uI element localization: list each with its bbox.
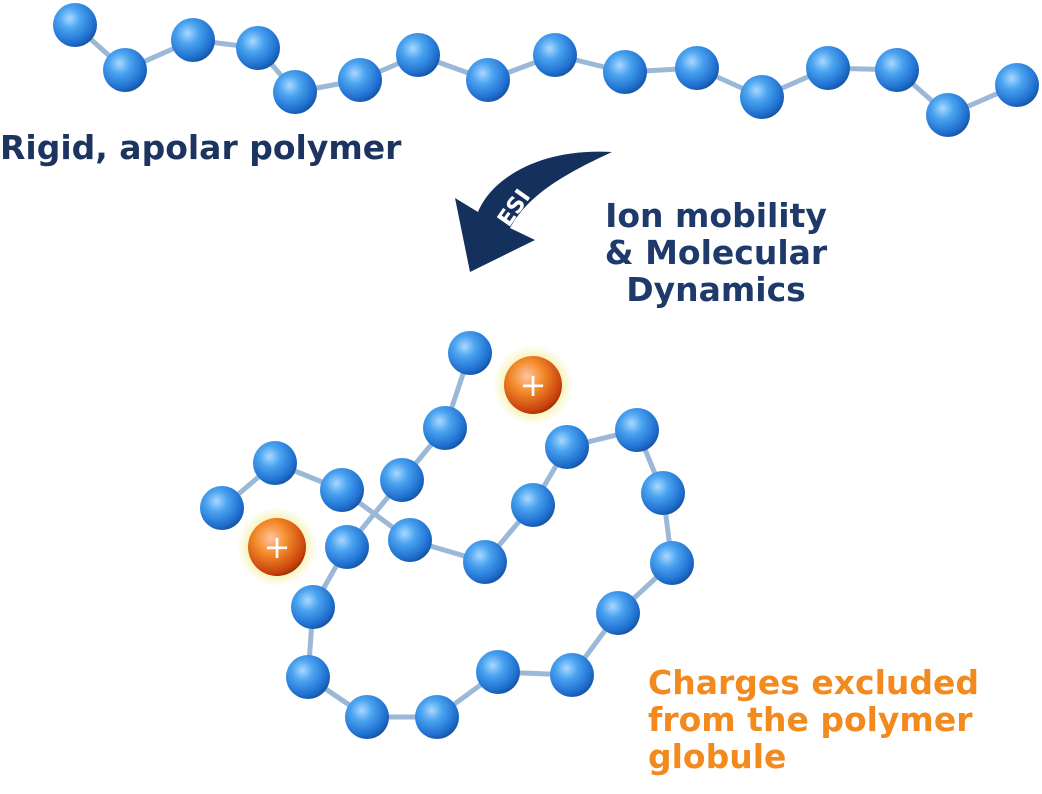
globule-polymer-bead: [286, 655, 330, 699]
globule-polymer-bead: [325, 525, 369, 569]
globule-polymer-bead: [415, 695, 459, 739]
globule-polymer-bead: [545, 425, 589, 469]
globule-polymer-bead: [596, 591, 640, 635]
rigid-polymer-bead: [103, 48, 147, 92]
result-line: globule: [648, 736, 787, 776]
globule-polymer-bead: [388, 518, 432, 562]
globule-polymer-bead: [615, 408, 659, 452]
globule-polymer-bead: [380, 458, 424, 502]
globule-polymer-bead: [253, 441, 297, 485]
rigid-polymer-bead: [875, 48, 919, 92]
globule-polymer-bead: [511, 483, 555, 527]
method-line: Dynamics: [626, 269, 806, 309]
method-line: Ion mobility: [605, 196, 827, 235]
charge-ion: +: [493, 345, 573, 425]
rigid-polymer-bead: [171, 18, 215, 62]
rigid-polymer-bead: [675, 46, 719, 90]
globule-polymer-bead: [291, 585, 335, 629]
globule-polymer-bead: [448, 331, 492, 375]
plus-icon: +: [264, 528, 291, 566]
globule-polymer-bead: [200, 486, 244, 530]
method-label: Ion mobility & Molecular Dynamics: [586, 196, 846, 309]
rigid-polymer-bead: [533, 33, 577, 77]
globule-polymer-bead: [650, 541, 694, 585]
rigid-polymer-bead: [338, 58, 382, 102]
charge-bead: [504, 356, 562, 414]
result-label: Charges excluded from the polymer globul…: [648, 663, 980, 776]
rigid-polymer-bead: [466, 58, 510, 102]
rigid-polymer-bead: [53, 3, 97, 47]
curved-arrow-icon: [455, 151, 612, 272]
rigid-polymer-label: Rigid, apolar polymer: [0, 128, 402, 167]
charge-ion: +: [237, 507, 317, 587]
globule-polymer-bead: [476, 650, 520, 694]
plus-icon: +: [520, 366, 547, 404]
charge-bead: [248, 518, 306, 576]
method-line: & Molecular: [604, 232, 828, 272]
globule-polymer-bead: [641, 471, 685, 515]
rigid-polymer-bead: [236, 26, 280, 70]
result-line: from the polymer: [648, 699, 973, 739]
rigid-polymer-bead: [740, 75, 784, 119]
result-line: Charges excluded: [648, 663, 980, 702]
globule-polymer-bead: [463, 540, 507, 584]
globule-polymer-bead: [423, 406, 467, 450]
rigid-polymer-bead: [273, 70, 317, 114]
rigid-polymer-bead: [396, 33, 440, 77]
rigid-polymer-bead: [806, 46, 850, 90]
globule-polymer-bead: [320, 468, 364, 512]
rigid-polymer-bead: [995, 63, 1039, 107]
globule-polymer-bead: [550, 653, 594, 697]
globule-polymer-bead: [345, 695, 389, 739]
rigid-polymer-bead: [926, 93, 970, 137]
rigid-polymer-bead: [603, 50, 647, 94]
